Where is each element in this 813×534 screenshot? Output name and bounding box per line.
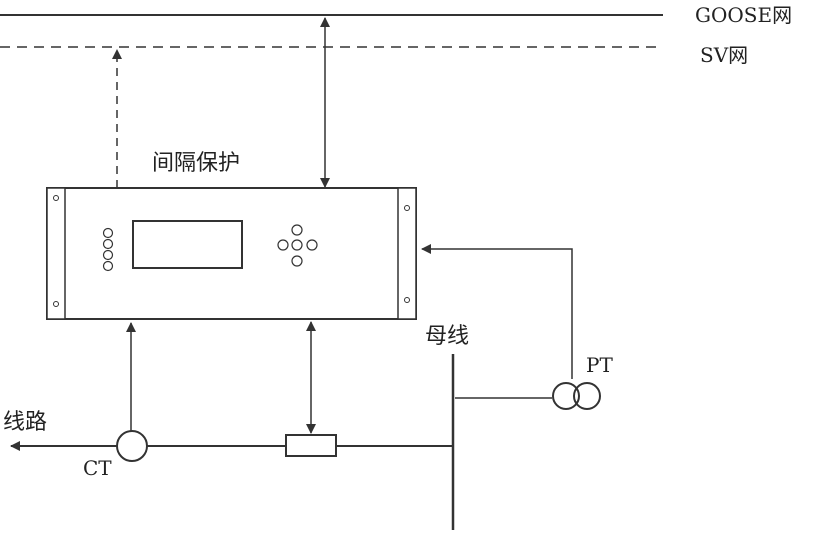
indicator-led-icon: [102, 260, 114, 272]
keypad-center-icon: [291, 239, 303, 251]
mount-screw-icon: [404, 297, 410, 303]
indicator-led-icon: [102, 249, 114, 261]
bay-protection-label: 间隔保护: [152, 151, 240, 176]
keypad-down-icon: [291, 255, 303, 267]
circuit-breaker: [285, 434, 337, 457]
mount-screw-icon: [53, 301, 59, 307]
keypad-left-icon: [277, 239, 289, 251]
indicator-led-icon: [102, 227, 114, 239]
ct-icon: [116, 430, 148, 462]
goose-network-label: GOOSE网: [695, 3, 792, 27]
pt-icon: [573, 382, 601, 410]
ct-label: CT: [83, 456, 112, 480]
protection-device: [46, 187, 417, 320]
mount-screw-icon: [404, 205, 410, 211]
pt-signal-path: [421, 244, 573, 379]
indicator-led-icon: [102, 238, 114, 250]
device-left-bracket: [46, 187, 66, 320]
sv-network-label: SV网: [700, 43, 748, 67]
busbar-label: 母线: [425, 324, 469, 349]
device-display-screen: [132, 220, 243, 269]
pt-label: PT: [586, 353, 613, 377]
keypad-right-icon: [306, 239, 318, 251]
device-right-bracket: [397, 187, 417, 320]
pt-icon: [552, 382, 580, 410]
line-label: 线路: [3, 410, 47, 435]
keypad-up-icon: [291, 224, 303, 236]
mount-screw-icon: [53, 195, 59, 201]
